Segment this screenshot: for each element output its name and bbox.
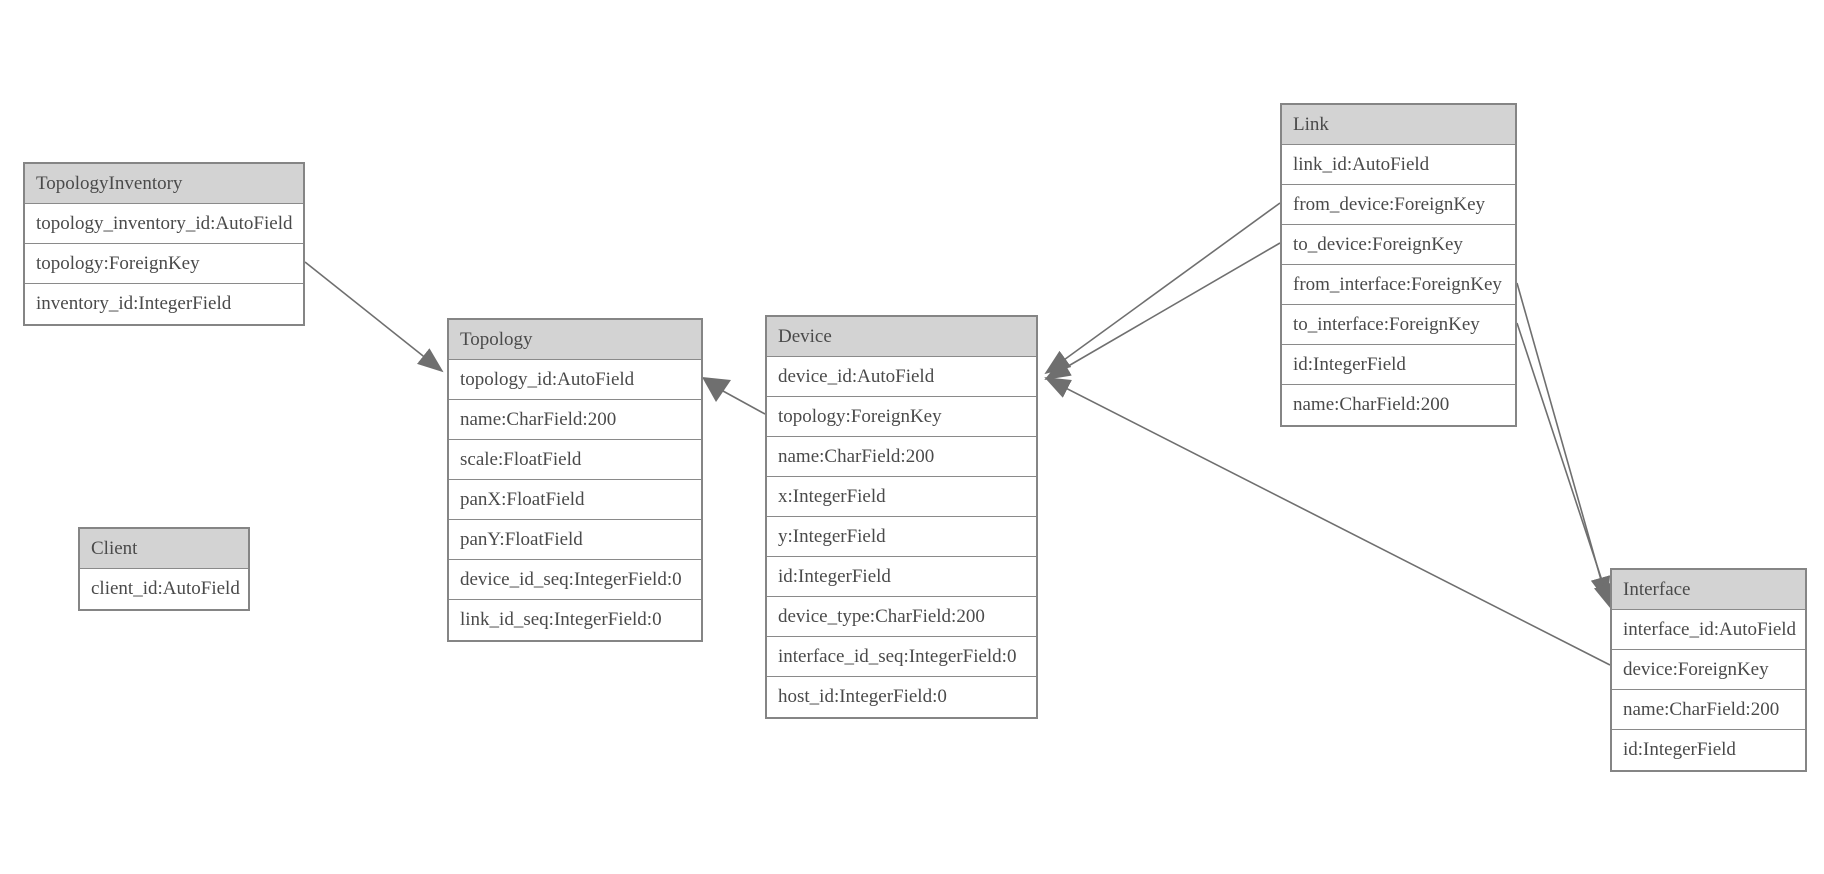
field-row: panX:FloatField xyxy=(449,480,701,520)
field-row: y:IntegerField xyxy=(767,517,1036,557)
entity-title: Client xyxy=(80,529,248,569)
field-row: name:CharField:200 xyxy=(1612,690,1805,730)
field-row: to_device:ForeignKey xyxy=(1282,225,1515,265)
field-row: interface_id_seq:IntegerField:0 xyxy=(767,637,1036,677)
entity-topologyinventory: TopologyInventory topology_inventory_id:… xyxy=(23,162,305,326)
arrowhead-device-topology xyxy=(702,377,731,402)
entity-client: Client client_id:AutoField xyxy=(78,527,250,611)
field-row: topology_inventory_id:AutoField xyxy=(25,204,303,244)
field-row: panY:FloatField xyxy=(449,520,701,560)
field-row: interface_id:AutoField xyxy=(1612,610,1805,650)
field-row: client_id:AutoField xyxy=(91,578,240,599)
field-row: id:IntegerField xyxy=(1282,345,1515,385)
field-row: name:CharField:200 xyxy=(1293,394,1450,415)
field-row: inventory_id:IntegerField xyxy=(36,293,232,314)
edge-link-from-device-to-device xyxy=(1044,202,1281,375)
field-row: topology:ForeignKey xyxy=(25,244,303,284)
field-row: to_interface:ForeignKey xyxy=(1282,305,1515,345)
field-row: device_type:CharField:200 xyxy=(767,597,1036,637)
entity-title: Interface xyxy=(1612,570,1805,610)
entity-fields: client_id:AutoField xyxy=(80,569,248,609)
field-row: topology_id:AutoField xyxy=(449,360,701,400)
field-row: x:IntegerField xyxy=(767,477,1036,517)
field-row: name:CharField:200 xyxy=(449,400,701,440)
entity-title: Device xyxy=(767,317,1036,357)
edge-topologyinventory-topology-to-topology xyxy=(304,261,444,373)
edge-device-topology-to-topology xyxy=(722,390,766,415)
edge-link-to-interface-to-interface xyxy=(1516,322,1613,610)
field-row: topology:ForeignKey xyxy=(767,397,1036,437)
field-row: device_id:AutoField xyxy=(767,357,1036,397)
field-row: from_device:ForeignKey xyxy=(1282,185,1515,225)
entity-title: Link xyxy=(1282,105,1515,145)
edge-link-to-device-to-device xyxy=(1044,242,1281,381)
field-row: host_id:IntegerField:0 xyxy=(778,686,947,707)
field-row: name:CharField:200 xyxy=(767,437,1036,477)
field-row: device_id_seq:IntegerField:0 xyxy=(449,560,701,600)
entity-title: Topology xyxy=(449,320,701,360)
edge-interface-device-to-device xyxy=(1044,377,1611,666)
entity-title: TopologyInventory xyxy=(25,164,303,204)
field-row: id:IntegerField xyxy=(767,557,1036,597)
field-row: id:IntegerField xyxy=(1623,739,1736,760)
field-row: from_interface:ForeignKey xyxy=(1282,265,1515,305)
field-row: device:ForeignKey xyxy=(1612,650,1805,690)
field-row: link_id:AutoField xyxy=(1282,145,1515,185)
field-row: link_id_seq:IntegerField:0 xyxy=(460,609,662,630)
field-row: scale:FloatField xyxy=(449,440,701,480)
